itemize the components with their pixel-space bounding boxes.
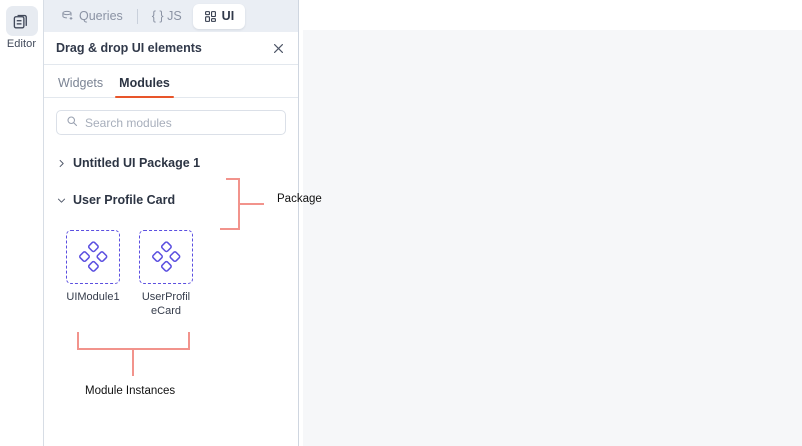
search-box[interactable] [56,110,286,135]
annotation-bracket-segment [220,228,240,230]
module-diamonds-icon [139,230,193,284]
module-card-label: UserProfileCard [141,291,191,317]
panel-body: Untitled UI Package 1 User Profile Card [44,98,298,446]
subtab-label: Modules [119,76,170,90]
module-tree: Untitled UI Package 1 User Profile Card [56,149,286,214]
rail-item-label: Editor [6,38,37,50]
search-input[interactable] [85,115,276,130]
annotation-leader-line [132,350,134,376]
module-diamonds-icon [66,230,120,284]
chevron-down-icon[interactable] [56,196,67,205]
panel-tabbar: Queries { } JS UI [44,0,298,32]
module-instance-list: UIModule1 UserProfileCard [56,230,286,318]
tab-label: UI [221,9,235,23]
left-rail: Editor [0,0,44,446]
annotation-bracket-segment [77,332,79,350]
editor-stacked-pages-icon [5,6,38,36]
right-topbar [300,0,802,30]
app-canvas[interactable] [303,30,802,446]
chevron-right-icon[interactable] [56,159,67,168]
search-icon [66,114,78,132]
tree-item-label: User Profile Card [73,193,176,207]
subtab-label: Widgets [58,76,104,90]
panel-title: Drag & drop UI elements [56,41,202,55]
tab-label: { } JS [151,9,182,23]
module-card-label: UIModule1 [66,291,120,303]
database-query-icon [61,10,74,23]
annotation-label: Package [277,193,322,205]
tab-divider [136,8,138,24]
annotation-bracket-segment [188,332,190,350]
tab-ui[interactable]: UI [192,3,246,29]
panel-subtabs: Widgets Modules [44,65,298,98]
rail-item-editor[interactable]: Editor [5,6,38,50]
close-icon[interactable] [270,40,286,56]
ui-panel: Queries { } JS UI Drag & dro [44,0,299,446]
tree-item-user-profile-card[interactable]: User Profile Card [56,186,286,214]
tab-label: Queries [79,9,123,23]
annotation-bracket-segment [77,348,190,350]
annotation-label: Module Instances [85,385,176,397]
module-card-uimodule1[interactable]: UIModule1 [66,230,120,318]
subtab-widgets[interactable]: Widgets [50,76,111,97]
tab-js[interactable]: { } JS [141,4,193,29]
grid-layout-icon [204,10,217,23]
annotation-bracket-segment [226,178,240,180]
module-card-userprofilecard[interactable]: UserProfileCard [139,230,193,318]
panel-header: Drag & drop UI elements [44,32,298,65]
tab-queries[interactable]: Queries [50,4,134,29]
annotation-leader-line [240,203,264,205]
tree-item-untitled-ui-package-1[interactable]: Untitled UI Package 1 [56,149,286,177]
annotation-bracket-segment [238,178,240,230]
tree-item-label: Untitled UI Package 1 [73,156,201,170]
subtab-modules[interactable]: Modules [111,76,178,98]
